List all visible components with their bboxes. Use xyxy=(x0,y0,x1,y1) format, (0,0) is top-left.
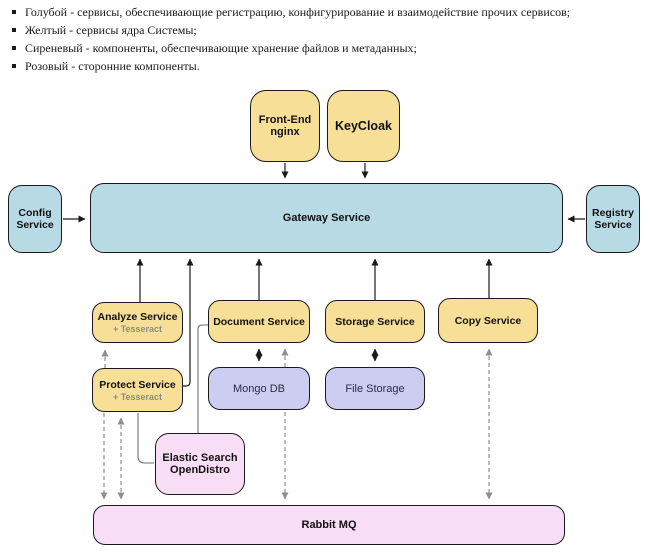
legend-text: Голубой - сервисы, обеспечивающие регист… xyxy=(25,5,571,19)
node-label: Mongo DB xyxy=(233,382,285,395)
legend-item-yellow: Желтый - сервисы ядра Системы; xyxy=(10,23,630,37)
node-front-end-nginx: Front-End nginx xyxy=(250,90,320,162)
node-label: Front-End nginx xyxy=(258,114,312,138)
line-protect-to-elastic xyxy=(137,413,154,464)
node-label: Rabbit MQ xyxy=(301,519,357,531)
line-document-to-elastic xyxy=(197,324,208,434)
node-mongo-db: Mongo DB xyxy=(208,367,310,410)
node-sublabel: + Tesseract xyxy=(112,324,163,334)
node-label: Registry Service xyxy=(591,207,634,231)
node-label: Elastic Search OpenDistro xyxy=(162,452,238,476)
color-legend: Голубой - сервисы, обеспечивающие регист… xyxy=(10,5,630,77)
node-document-service: Document Service xyxy=(208,300,310,343)
node-label: Config Service xyxy=(16,207,54,231)
node-analyze-service: Analyze Service + Tesseract xyxy=(92,302,183,343)
bullet-square-icon xyxy=(12,28,16,32)
node-registry-service: Registry Service xyxy=(586,185,640,253)
legend-item-pink: Розовый - сторонние компоненты. xyxy=(10,59,630,73)
legend-text: Желтый - сервисы ядра Системы; xyxy=(25,23,197,37)
node-config-service: Config Service xyxy=(8,185,62,253)
arrow-protect-to-gateway xyxy=(183,258,194,387)
node-label: KeyCloak xyxy=(335,119,392,133)
node-copy-service: Copy Service xyxy=(438,298,538,343)
bullet-square-icon xyxy=(12,46,16,50)
node-label: Storage Service xyxy=(335,315,415,328)
legend-item-blue: Голубой - сервисы, обеспечивающие регист… xyxy=(10,5,630,19)
legend-item-lilac: Сиреневый - компоненты, обеспечивающие х… xyxy=(10,41,630,55)
legend-text: Сиреневый - компоненты, обеспечивающие х… xyxy=(25,41,417,55)
node-label: Document Service xyxy=(213,315,305,328)
legend-text: Розовый - сторонние компоненты. xyxy=(25,59,200,73)
node-label: Analyze Service xyxy=(97,311,178,323)
node-file-storage: File Storage xyxy=(325,367,425,410)
node-gateway-service: Gateway Service xyxy=(90,183,563,253)
node-label: File Storage xyxy=(345,382,405,395)
node-rabbit-mq: Rabbit MQ xyxy=(93,505,565,545)
bullet-square-icon xyxy=(12,10,16,14)
node-label: Protect Service xyxy=(99,378,176,391)
node-storage-service: Storage Service xyxy=(325,300,425,343)
node-elastic-search-opendistro: Elastic Search OpenDistro xyxy=(155,433,245,495)
node-label: Gateway Service xyxy=(282,212,371,224)
bullet-square-icon xyxy=(12,64,16,68)
node-keycloak: KeyCloak xyxy=(327,90,400,162)
node-sublabel: + Tesseract xyxy=(112,391,163,402)
node-protect-service: Protect Service + Tesseract xyxy=(92,368,183,412)
node-label: Copy Service xyxy=(454,314,522,327)
